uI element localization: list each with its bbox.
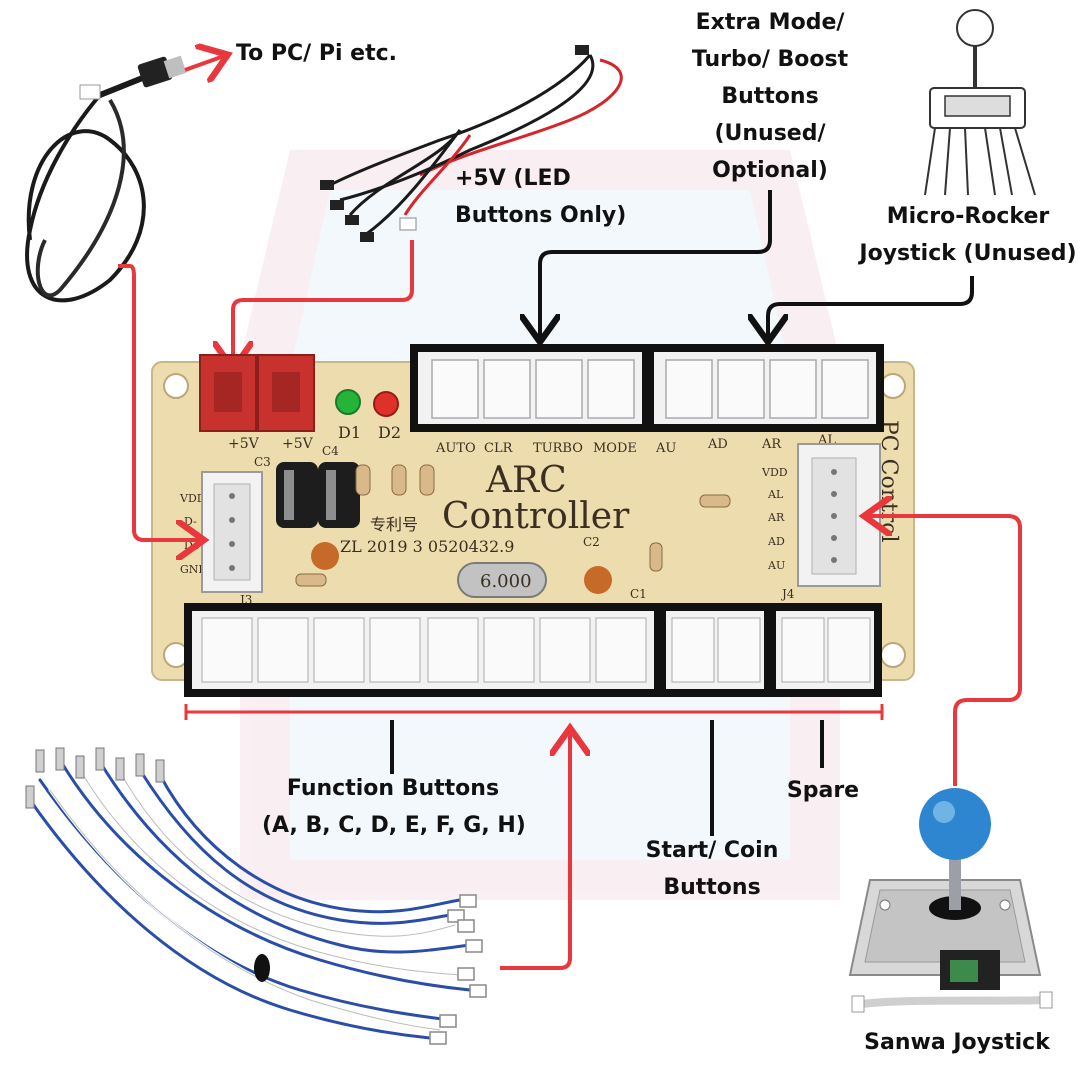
conn-label-j4: J4 bbox=[780, 587, 795, 601]
wires-to-board-arrow bbox=[500, 732, 570, 970]
micro-rocker-joystick-image bbox=[924, 9, 1036, 196]
arc-controller-board: +5V +5V D1 D2 C3 C4 6.0 bbox=[151, 354, 915, 681]
pin-label: MODE bbox=[593, 441, 637, 456]
cap-label-c4: C4 bbox=[322, 444, 339, 458]
ceramic-capacitor-2 bbox=[584, 566, 612, 594]
board-title-arc: ARC bbox=[485, 460, 567, 501]
harness-terminals bbox=[25, 747, 165, 809]
crystal-oscillator bbox=[457, 562, 547, 598]
sanwa-joystick-label-text: Sanwa Joystick bbox=[864, 1030, 1050, 1055]
pin-label: AR bbox=[761, 437, 782, 452]
cap-label-c3: C3 bbox=[254, 455, 271, 469]
micro-rocker-label-line2: Joystick (Unused) bbox=[859, 241, 1077, 266]
pin-label: GND bbox=[180, 563, 207, 576]
to-pc-label-text: To PC/ Pi etc. bbox=[236, 41, 397, 66]
harness-jst-plugs bbox=[429, 894, 487, 1045]
pin-label: AD bbox=[767, 535, 785, 548]
crystal-label: 6.000 bbox=[480, 571, 532, 592]
to-pc-label: To PC/ Pi etc. bbox=[236, 36, 397, 72]
function-button-connectors-box bbox=[184, 603, 662, 697]
button-wire-harness bbox=[28, 758, 472, 1040]
plus5v-arrow bbox=[233, 240, 414, 365]
pin-label: CLR bbox=[484, 441, 514, 456]
spare-connectors-box bbox=[768, 603, 882, 697]
start-coin-label-line2: Buttons bbox=[663, 875, 761, 900]
led-power-harness bbox=[320, 45, 623, 242]
extra-mode-label-line5: Optional) bbox=[712, 158, 828, 183]
ceramic-capacitor bbox=[311, 542, 339, 570]
extra-mode-label: Extra Mode/ Turbo/ Boost Buttons (Unused… bbox=[672, 4, 868, 189]
patent-text: 专利号 bbox=[370, 515, 418, 534]
function-buttons-label-line1: Function Buttons bbox=[286, 776, 500, 801]
start-coin-label-line1: Start/ Coin bbox=[645, 838, 779, 863]
pin-label: AR bbox=[767, 511, 785, 524]
bottom-row-bracket bbox=[184, 704, 884, 720]
pin-label: AL bbox=[767, 488, 784, 501]
extra-mode-arrow bbox=[540, 190, 772, 338]
resistors bbox=[295, 464, 731, 587]
power-jst-connectors bbox=[199, 354, 315, 432]
micro-rocker-label-line1: Micro-Rocker bbox=[886, 204, 1050, 229]
pin-label: VDD bbox=[761, 466, 788, 479]
function-buttons-label: Function Buttons (A, B, C, D, E, F, G, H… bbox=[262, 770, 526, 844]
plus5v-label-line1: +5V (LED bbox=[455, 166, 571, 191]
usb-cable bbox=[25, 55, 187, 303]
led-label-d2: D2 bbox=[378, 423, 401, 442]
plus5v-label-line2: Buttons Only) bbox=[455, 203, 627, 228]
extra-mode-connectors-box bbox=[410, 344, 650, 432]
function-buttons-label-line2: (A, B, C, D, E, F, G, H) bbox=[262, 813, 526, 838]
patent-number: ZL 2019 3 0520432.9 bbox=[340, 537, 514, 556]
plus5v-label: +5V (LED Buttons Only) bbox=[455, 160, 626, 234]
sanwa-joystick-label: Sanwa Joystick bbox=[852, 1024, 1062, 1061]
joystick-header-connector bbox=[797, 443, 881, 587]
extra-mode-label-line3: Buttons bbox=[721, 84, 819, 109]
electrolytic-capacitors bbox=[276, 462, 360, 528]
start-coin-label: Start/ Coin Buttons bbox=[636, 832, 788, 906]
status-leds bbox=[335, 389, 399, 417]
power-label-2: +5V bbox=[282, 436, 314, 452]
sanwa-to-board-arrow bbox=[868, 516, 1022, 786]
pin-label: D- bbox=[184, 515, 197, 528]
pin-label: AUTO bbox=[435, 441, 476, 456]
pin-label: TURBO bbox=[533, 441, 583, 456]
pin-label: VDD bbox=[179, 492, 206, 505]
spare-label-text: Spare bbox=[786, 778, 860, 803]
spare-label: Spare bbox=[780, 772, 866, 809]
pin-label: AU bbox=[767, 559, 785, 572]
micro-rocker-label: Micro-Rocker Joystick (Unused) bbox=[856, 198, 1080, 272]
cap-label-c2: C2 bbox=[583, 535, 600, 549]
sanwa-joystick-image bbox=[848, 788, 1053, 1013]
extra-mode-label-line4: (Unused/ bbox=[714, 121, 826, 146]
pin-label: AD bbox=[707, 437, 728, 452]
top-pin-labels: AUTO CLR TURBO MODE AU AD AR AL bbox=[435, 433, 836, 456]
to-pc-arrow bbox=[184, 56, 224, 70]
led-label-d1: D1 bbox=[338, 423, 361, 442]
board-title-controller: Controller bbox=[442, 496, 630, 537]
cap-label-c1: C1 bbox=[630, 587, 647, 601]
right-pin-labels: VDD AL AR AD AU bbox=[761, 466, 788, 572]
micro-rocker-connectors-box bbox=[646, 344, 884, 432]
usb-to-board-arrow bbox=[118, 264, 200, 540]
extra-mode-label-line1: Extra Mode/ bbox=[695, 10, 845, 35]
extra-mode-label-line2: Turbo/ Boost bbox=[691, 47, 849, 72]
start-coin-connectors-box bbox=[658, 603, 772, 697]
power-label-1: +5V bbox=[228, 436, 260, 452]
pin-label: AU bbox=[655, 441, 676, 456]
micro-rocker-arrow bbox=[768, 276, 974, 338]
usb-header-connector bbox=[201, 471, 263, 593]
